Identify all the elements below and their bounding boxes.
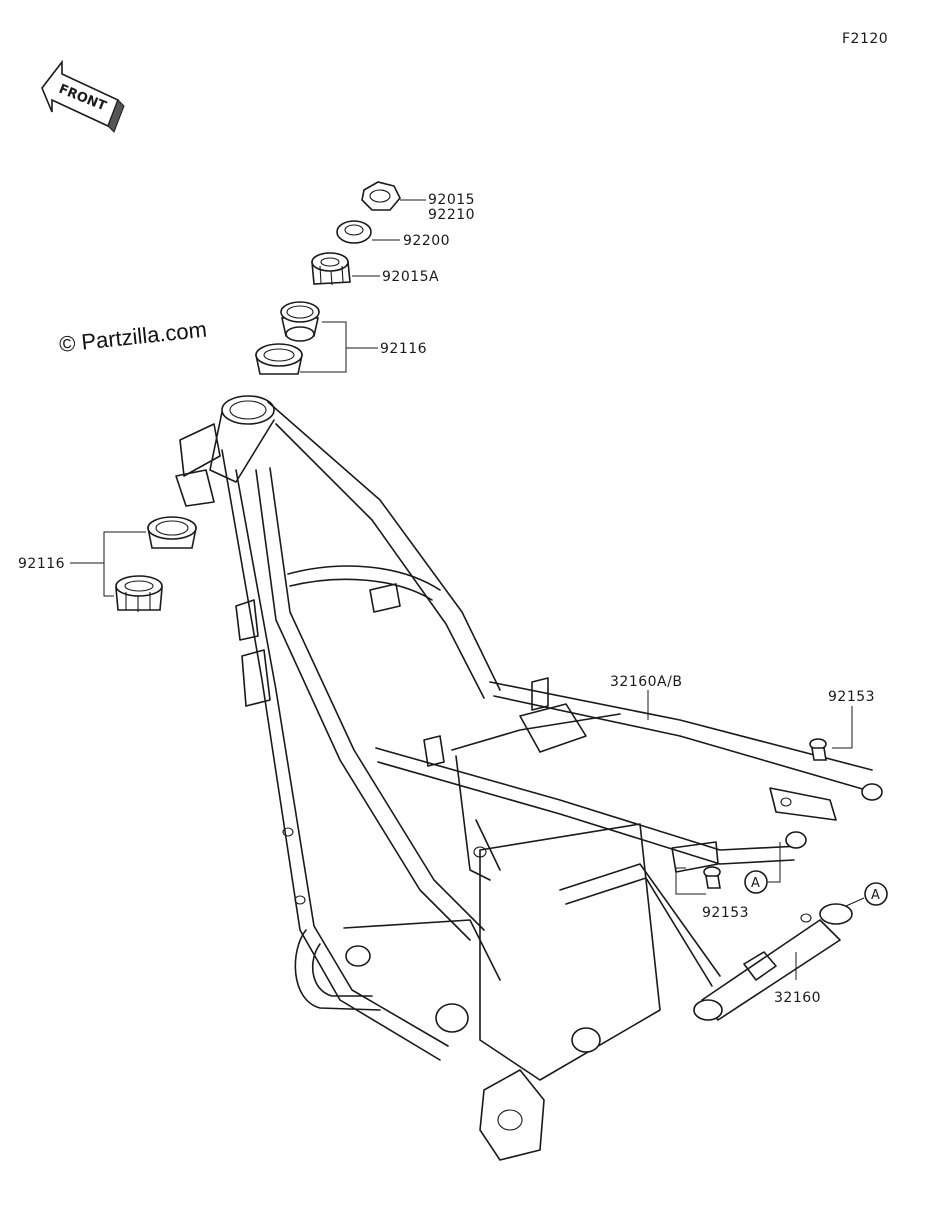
- upper-bearing-cone[interactable]: [255, 343, 303, 375]
- stem-nut[interactable]: [361, 181, 401, 211]
- stem-locknut[interactable]: [311, 252, 351, 286]
- svg-text:A: A: [751, 876, 760, 891]
- lower-bracket: [671, 841, 719, 873]
- front-arrow-icon: FRONT: [41, 59, 125, 133]
- label-32160: 32160: [774, 990, 821, 1006]
- leader-upper-race: [300, 321, 347, 373]
- label-92153-lower: 92153: [702, 905, 749, 921]
- label-92200: 92200: [403, 233, 450, 249]
- bolt-lower[interactable]: [703, 866, 721, 889]
- reference-a-part: A: [864, 882, 888, 906]
- label-92015A: 92015A: [382, 269, 439, 285]
- sub-frame-part[interactable]: [693, 903, 853, 1021]
- upper-bearing-race[interactable]: [280, 301, 320, 342]
- reference-a-frame: A: [744, 870, 768, 894]
- label-92210: 92210: [428, 207, 475, 223]
- leader-lower-race: [103, 531, 146, 597]
- bolt-upper[interactable]: [809, 738, 827, 761]
- label-32160AB: 32160A/B: [610, 674, 682, 690]
- label-92116-lower: 92116: [18, 556, 65, 572]
- label-92116-upper: 92116: [380, 341, 427, 357]
- figure-code: F2120: [842, 31, 888, 47]
- lower-bearing-cone[interactable]: [115, 575, 163, 612]
- svg-text:A: A: [871, 888, 880, 903]
- stem-washer[interactable]: [336, 220, 372, 244]
- label-92153-upper: 92153: [828, 689, 875, 705]
- label-92015: 92015: [428, 192, 475, 208]
- main-frame[interactable]: [175, 395, 883, 1161]
- lower-bearing-race[interactable]: [147, 516, 197, 549]
- rear-bracket: [769, 787, 837, 821]
- watermark: © Partzilla.com: [58, 317, 208, 357]
